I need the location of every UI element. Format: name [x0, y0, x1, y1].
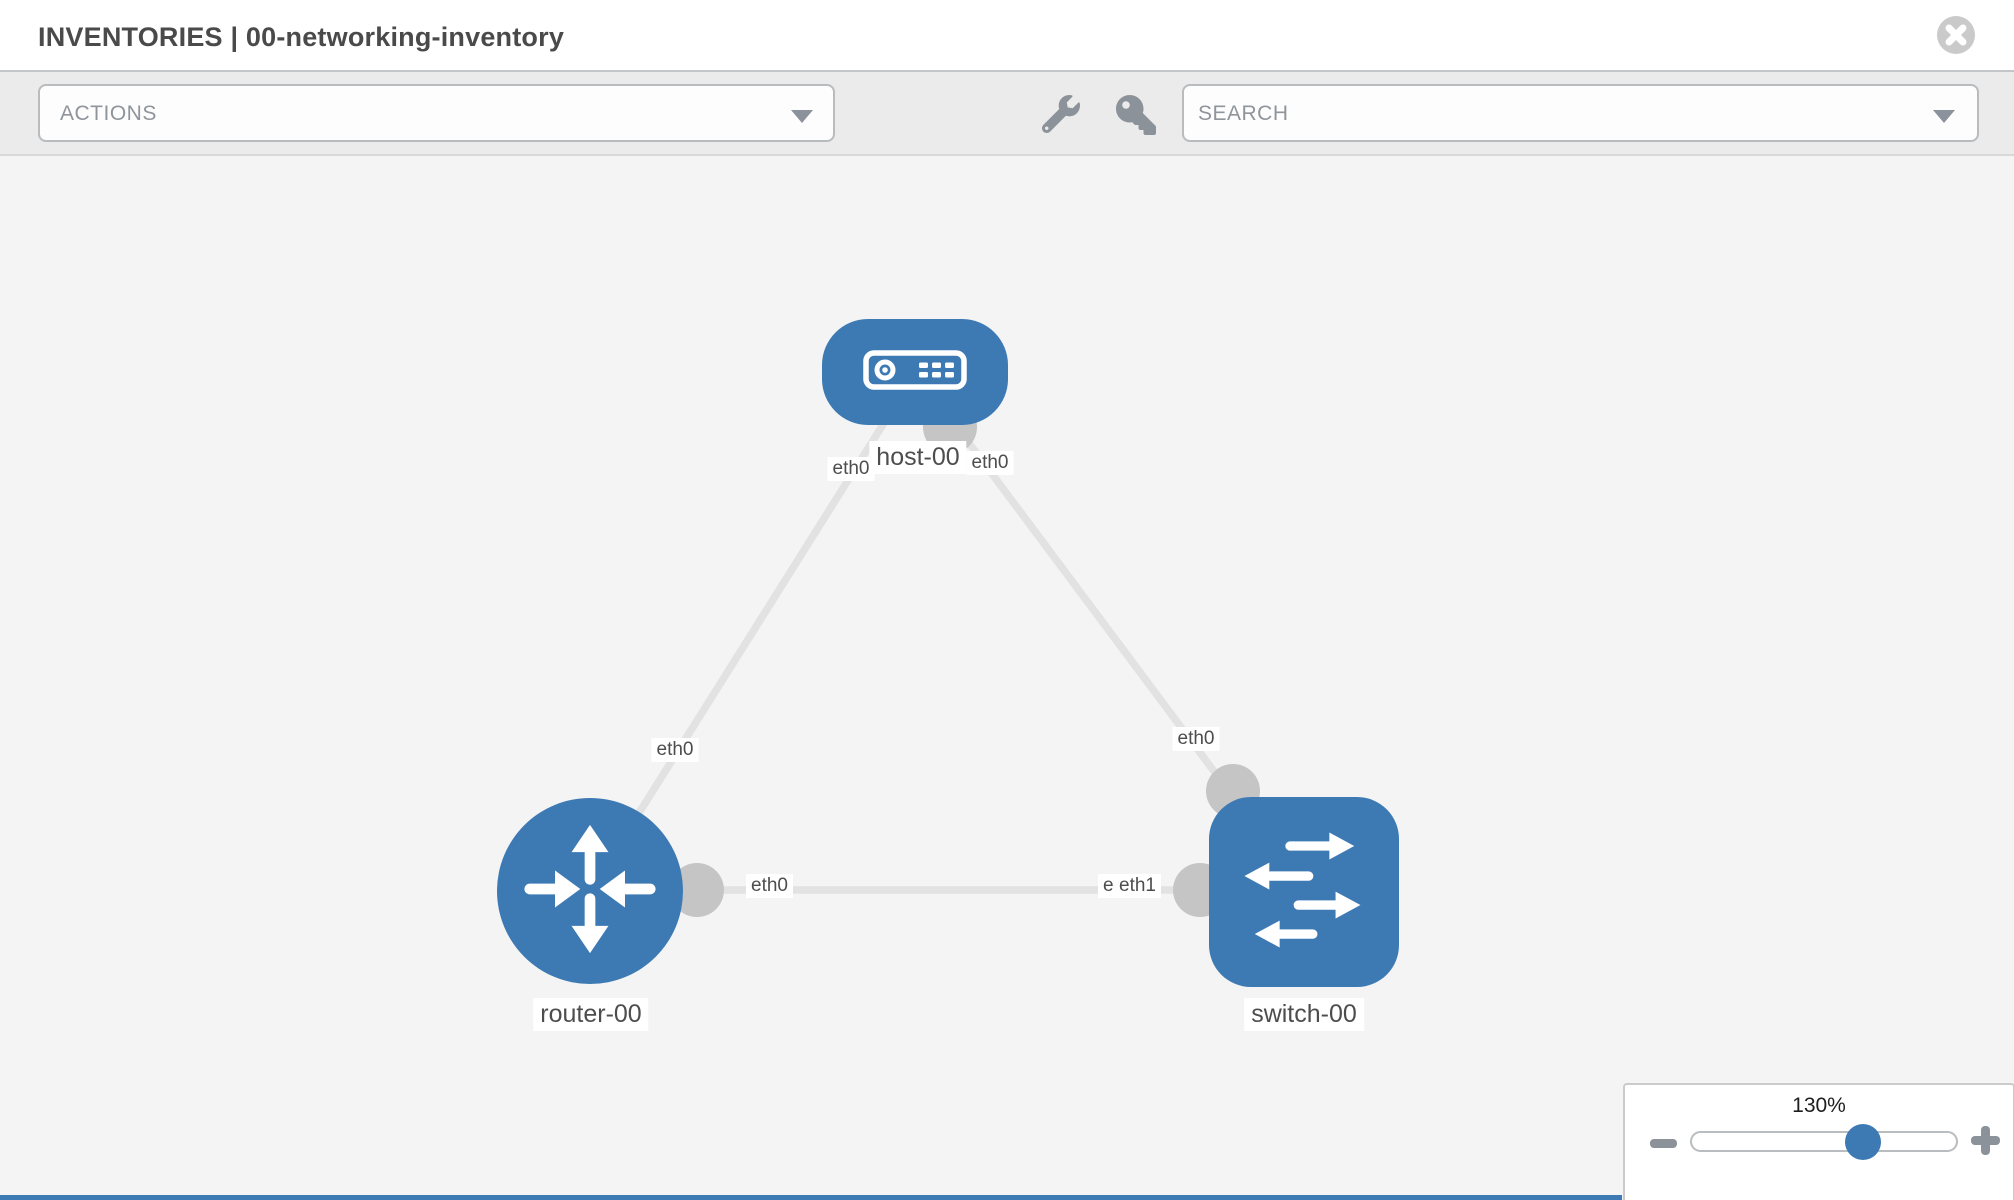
zoom-level: 130% — [1792, 1094, 1846, 1117]
header: INVENTORIES | 00-networking-inventory — [0, 0, 2014, 70]
zoom-in-button[interactable] — [1971, 1126, 2000, 1155]
configure-button[interactable] — [1041, 95, 1084, 137]
search-input[interactable] — [1196, 88, 1900, 140]
bottom-accent-bar — [0, 1195, 1622, 1200]
interface-label-router-right: eth0 — [746, 874, 793, 898]
search-dropdown[interactable] — [1182, 84, 1979, 142]
interface-label-host-left: eth0 — [827, 457, 875, 481]
zoom-out-button[interactable] — [1650, 1139, 1677, 1148]
chevron-down-icon — [1933, 110, 1955, 123]
zoom-slider-thumb[interactable] — [1845, 1124, 1881, 1160]
interface-label-router-uplink: eth0 — [651, 738, 699, 762]
plus-icon — [1981, 1126, 1990, 1155]
switch-icon — [1232, 817, 1377, 967]
node-label-host: host-00 — [869, 441, 967, 474]
actions-label: ACTIONS — [60, 102, 157, 125]
interface-label-switch-uplink: eth0 — [1172, 727, 1220, 751]
key-icon — [1116, 95, 1156, 139]
topology-canvas[interactable] — [0, 154, 2014, 1200]
chevron-down-icon — [791, 110, 813, 123]
router-icon — [522, 821, 658, 962]
node-label-switch: switch-00 — [1244, 998, 1364, 1031]
actions-dropdown[interactable]: ACTIONS — [38, 84, 835, 142]
interface-label-host-right: eth0 — [966, 451, 1014, 475]
node-router-00[interactable] — [497, 798, 683, 984]
interface-connector-router[interactable] — [670, 863, 724, 917]
close-button[interactable] — [1936, 15, 1976, 55]
node-host-00[interactable] — [822, 319, 1008, 425]
wrench-icon — [1041, 95, 1080, 137]
credentials-button[interactable] — [1116, 95, 1158, 135]
close-icon — [1936, 16, 1976, 59]
zoom-slider-track[interactable] — [1690, 1131, 1958, 1152]
server-icon — [863, 349, 967, 395]
toolbar: ACTIONS — [0, 70, 2014, 156]
node-label-router: router-00 — [533, 998, 649, 1031]
page-title: INVENTORIES | 00-networking-inventory — [38, 22, 565, 52]
interface-label-switch-eth1: eth1 — [1114, 874, 1161, 898]
node-switch-00[interactable] — [1209, 797, 1399, 987]
zoom-panel: 130% — [1623, 1083, 2014, 1200]
